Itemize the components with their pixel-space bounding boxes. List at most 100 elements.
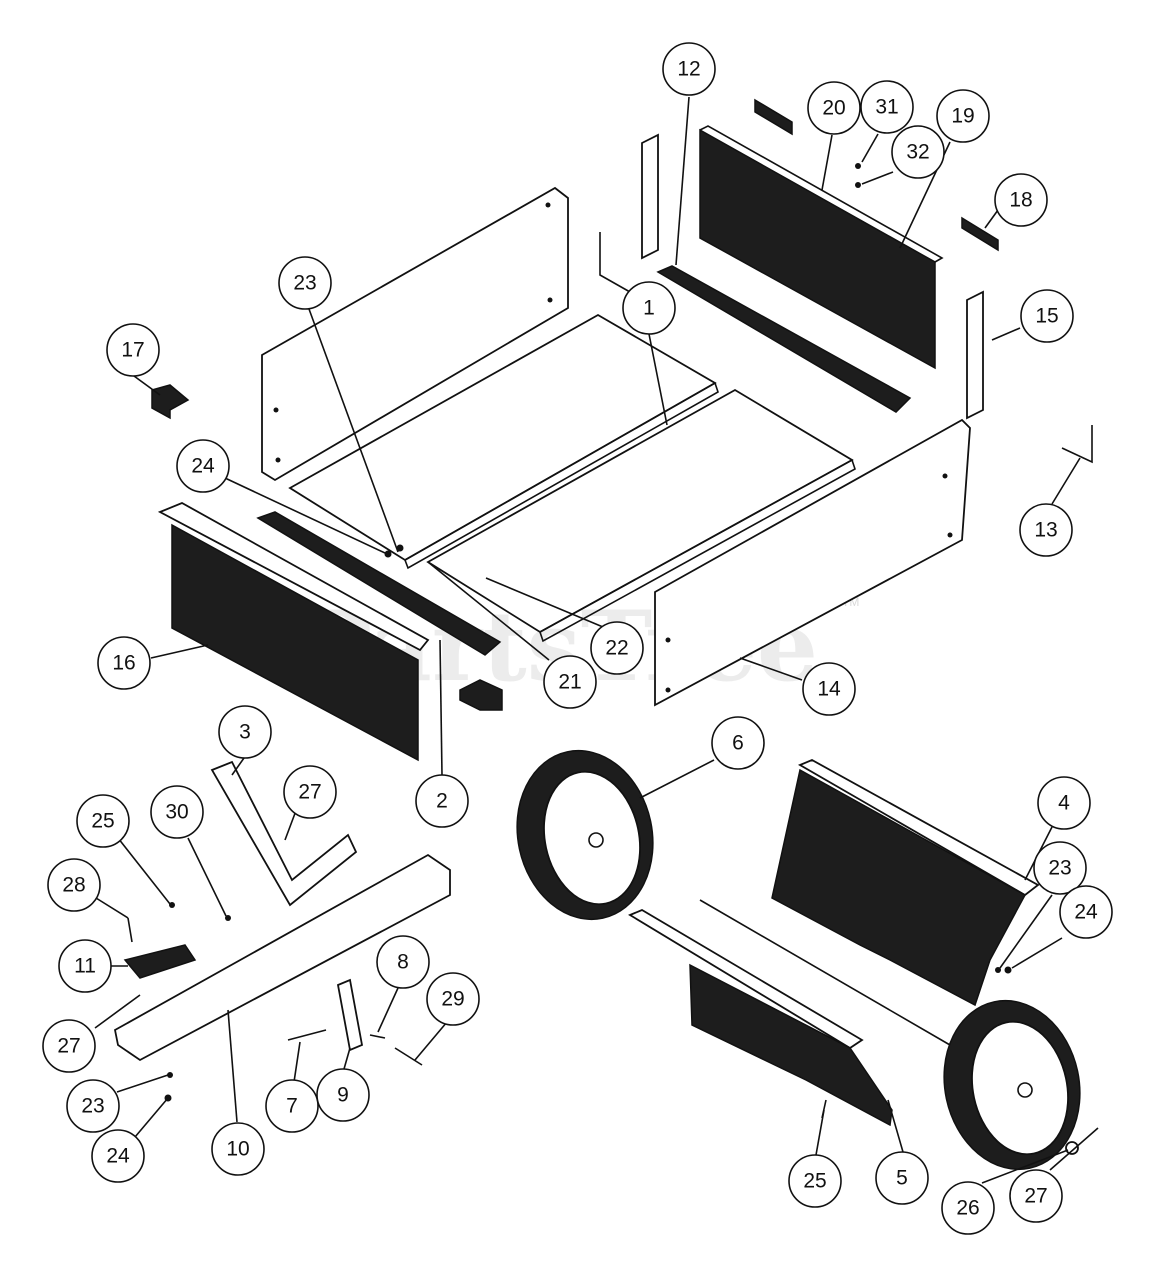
leader-lines (94, 96, 1099, 1184)
callout-10[interactable]: 10 (211, 1122, 265, 1176)
link-9[interactable] (336, 978, 364, 1052)
callout-31[interactable]: 31 (860, 80, 914, 134)
callout-6[interactable]: 6 (711, 716, 765, 770)
hinge-bracket-15[interactable] (966, 290, 984, 420)
svg-text:6: 6 (732, 732, 744, 755)
callout-23c[interactable]: 23 (66, 1079, 120, 1133)
callout-27[interactable]: 27 (283, 765, 337, 819)
callout-32[interactable]: 32 (891, 125, 945, 179)
hardware-24b (1004, 966, 1012, 974)
axle-rod[interactable] (699, 899, 951, 1046)
callout-23b[interactable]: 23 (1033, 841, 1087, 895)
callout-12[interactable]: 12 (662, 42, 716, 96)
callout-21[interactable]: 21 (543, 655, 597, 709)
svg-text:31: 31 (875, 96, 898, 119)
svg-text:24: 24 (106, 1145, 130, 1168)
callout-24[interactable]: 24 (176, 439, 230, 493)
callout-1[interactable]: 1 (622, 281, 676, 335)
callout-20[interactable]: 20 (807, 81, 861, 135)
svg-text:12: 12 (677, 58, 700, 81)
svg-text:23: 23 (1048, 857, 1071, 880)
callout-28[interactable]: 28 (47, 858, 101, 912)
front-channel[interactable] (256, 511, 502, 656)
callout-27b[interactable]: 27 (42, 1019, 96, 1073)
side-panel-right[interactable] (654, 418, 971, 707)
callout-7[interactable]: 7 (265, 1079, 319, 1133)
callout-13[interactable]: 13 (1019, 503, 1073, 557)
callout-15[interactable]: 15 (1020, 289, 1074, 343)
pad-18[interactable] (961, 216, 999, 252)
spring-7[interactable] (287, 1029, 327, 1041)
axle-beam[interactable] (113, 853, 451, 1062)
callout-27c[interactable]: 27 (1009, 1169, 1063, 1223)
hitch-arm[interactable] (210, 760, 358, 907)
hardware-23b (995, 967, 1001, 973)
callout-24c[interactable]: 24 (91, 1129, 145, 1183)
callout-30[interactable]: 30 (150, 785, 204, 839)
callout-14[interactable]: 14 (802, 662, 856, 716)
svg-text:26: 26 (956, 1197, 979, 1220)
svg-text:27: 27 (1024, 1185, 1047, 1208)
fender-5[interactable] (689, 963, 893, 1127)
callout-25b[interactable]: 25 (788, 1154, 842, 1208)
corner-bracket-left[interactable] (599, 232, 631, 293)
callout-17[interactable]: 17 (106, 323, 160, 377)
callout-26[interactable]: 26 (941, 1181, 995, 1235)
svg-text:10: 10 (226, 1138, 249, 1161)
hardware-23a (396, 544, 404, 552)
svg-text:24: 24 (1074, 901, 1098, 924)
corner-17[interactable] (151, 384, 190, 420)
fender-4-top[interactable] (797, 759, 1040, 897)
svg-text:8: 8 (397, 951, 409, 974)
callout-19[interactable]: 19 (936, 89, 990, 143)
front-block[interactable] (459, 679, 503, 711)
callout-23[interactable]: 23 (278, 256, 332, 310)
svg-text:9: 9 (337, 1084, 349, 1107)
svg-text:11: 11 (74, 955, 96, 978)
callout-25[interactable]: 25 (76, 794, 130, 848)
callout-24b[interactable]: 24 (1059, 885, 1113, 939)
hardware-24a (384, 550, 392, 558)
svg-text:1: 1 (643, 297, 655, 320)
svg-text:15: 15 (1035, 305, 1058, 328)
corner-bracket-13[interactable] (1061, 425, 1093, 464)
rear-channel[interactable] (656, 265, 912, 413)
tailgate-panel[interactable] (699, 128, 936, 370)
svg-text:32: 32 (906, 141, 929, 164)
svg-text:7: 7 (286, 1095, 298, 1118)
callout-5[interactable]: 5 (875, 1151, 929, 1205)
callout-29[interactable]: 29 (426, 972, 480, 1026)
callout-22[interactable]: 22 (590, 621, 644, 675)
svg-text:25: 25 (803, 1170, 826, 1193)
svg-text:23: 23 (293, 272, 316, 295)
hardware-23c (167, 1072, 173, 1078)
pin-29[interactable] (394, 1047, 423, 1066)
svg-text:24: 24 (191, 455, 215, 478)
hinge-bracket-12[interactable] (641, 133, 659, 260)
side-panel-left[interactable] (261, 186, 569, 482)
svg-text:20: 20 (822, 97, 845, 120)
wheel-6[interactable] (502, 738, 668, 932)
callout-3[interactable]: 3 (218, 705, 272, 759)
callout-16[interactable]: 16 (97, 636, 151, 690)
svg-text:21: 21 (558, 671, 581, 694)
fender-4[interactable] (771, 768, 1027, 1007)
bracket-11[interactable] (123, 944, 197, 979)
callout-4[interactable]: 4 (1037, 776, 1091, 830)
svg-text:3: 3 (239, 721, 251, 744)
washer-26 (1065, 1141, 1079, 1155)
callout-18[interactable]: 18 (994, 173, 1048, 227)
callout-11[interactable]: 11 (58, 939, 112, 993)
callout-8[interactable]: 8 (376, 935, 430, 989)
front-panel[interactable] (171, 523, 419, 762)
callout-2[interactable]: 2 (415, 774, 469, 828)
svg-text:13: 13 (1034, 519, 1057, 542)
callout-9[interactable]: 9 (316, 1068, 370, 1122)
svg-text:27: 27 (57, 1035, 80, 1058)
front-panel-frame[interactable] (157, 502, 430, 652)
svg-text:2: 2 (436, 790, 448, 813)
fender-5-top[interactable] (628, 908, 864, 1050)
pad-top[interactable] (754, 98, 793, 136)
wheel-26[interactable] (929, 988, 1095, 1182)
